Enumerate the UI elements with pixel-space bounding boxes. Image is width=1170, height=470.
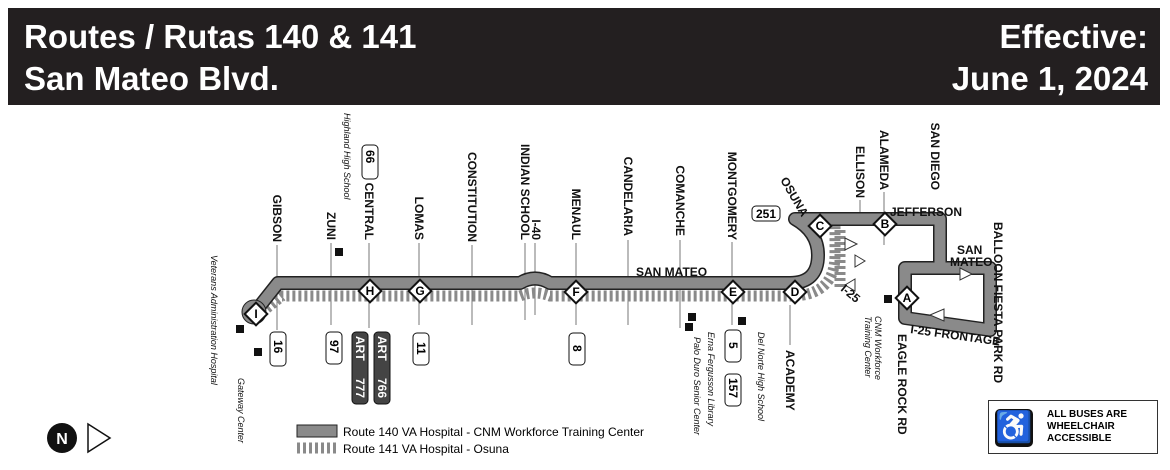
vertical-street-labels: GIBSON ZUNI CENTRAL LOMAS CONSTITUTION I… <box>270 123 1005 435</box>
route-badge-5: 5 <box>724 329 742 363</box>
svg-text:ART: ART <box>353 336 367 361</box>
route-141-line <box>258 225 846 317</box>
street-label-zuni: ZUNI <box>324 212 338 240</box>
timepoint-a: A <box>894 285 920 311</box>
legend-swatch-140 <box>296 424 338 438</box>
legend: Route 140 VA Hospital - CNM Workforce Tr… <box>296 424 644 456</box>
svg-text:251: 251 <box>756 207 776 221</box>
street-label-san-mateo: SAN MATEO <box>636 265 707 279</box>
street-label-constitution: CONSTITUTION <box>465 152 479 242</box>
timepoint-c: C <box>807 213 833 239</box>
route-badge-8: 8 <box>568 332 586 366</box>
svg-text:H: H <box>366 284 375 298</box>
street-label-san-diego: SAN DIEGO <box>928 123 942 190</box>
timepoint-g: G <box>407 278 433 304</box>
street-label-montgomery: MONTGOMERY <box>725 152 739 240</box>
street-label-menaul: MENAUL <box>569 189 583 240</box>
svg-text:N: N <box>56 431 68 448</box>
svg-text:A: A <box>903 291 912 305</box>
route-badge-11: 11 <box>412 332 430 366</box>
route-badge-157: 157 <box>724 373 742 407</box>
svg-text:766: 766 <box>375 378 389 398</box>
street-label-central: CENTRAL <box>362 183 376 240</box>
svg-text:E: E <box>729 285 737 299</box>
svg-text:777: 777 <box>353 378 367 398</box>
street-label-gibson: GIBSON <box>270 195 284 242</box>
landmark-gateway-center: Gateway Center <box>236 378 246 444</box>
street-label-academy: ACADEMY <box>783 350 797 411</box>
accessibility-line-1: ALL BUSES ARE <box>1047 409 1128 420</box>
timepoint-f: F <box>563 279 589 305</box>
accessibility-line-3: ACCESSIBLE <box>1047 433 1112 444</box>
street-label-i40: I-40 <box>529 219 543 240</box>
landmark-palo-duro-senior-center: Palo Duro Senior Center <box>692 337 702 436</box>
street-label-alameda: ALAMEDA <box>877 130 891 190</box>
landmark-cnm-training-center: Training Center <box>863 316 873 378</box>
effective-label: Effective: <box>999 18 1148 55</box>
street-label-san-mateo-right-2: MATEO <box>950 255 992 269</box>
svg-text:66: 66 <box>363 150 377 164</box>
street-label-comanche: COMANCHE <box>673 165 687 236</box>
landmark-cnm-workforce: CNM Workforce <box>873 316 883 380</box>
timepoints: A B C D E F G H I <box>243 211 920 327</box>
timepoint-h: H <box>357 278 383 304</box>
street-label-balloon-fiesta: BALLOON FIESTA PARK RD <box>991 222 1005 383</box>
wheelchair-icon: ♿ <box>995 409 1033 447</box>
timepoint-i: I <box>243 301 269 327</box>
route-badge-97: 97 <box>325 331 343 365</box>
street-label-ellison: ELLISON <box>853 146 867 198</box>
svg-text:8: 8 <box>570 345 584 352</box>
route-badge-66: 66 <box>361 144 379 180</box>
route-badge-251: 251 <box>751 205 781 222</box>
legend-route-140: Route 140 VA Hospital - CNM Workforce Tr… <box>343 425 644 439</box>
street-label-indian-school: INDIAN SCHOOL <box>518 144 532 240</box>
route-subtitle: San Mateo Blvd. <box>24 60 279 97</box>
street-label-lomas: LOMAS <box>412 197 426 240</box>
landmark-va-hospital: Veterans Administration Hospital <box>209 255 219 386</box>
svg-text:G: G <box>415 284 424 298</box>
svg-text:C: C <box>816 219 825 233</box>
connection-badges: 66 251 16 97 ART 777 ART 766 11 8 5 157 <box>269 144 781 407</box>
effective-date: June 1, 2024 <box>951 60 1148 97</box>
svg-text:157: 157 <box>726 378 740 398</box>
accessibility-line-2: WHEELCHAIR <box>1047 421 1115 432</box>
street-label-candelaria: CANDELARIA <box>621 157 635 237</box>
street-label-san-mateo-right: SAN <box>957 243 982 257</box>
svg-text:D: D <box>791 285 800 299</box>
legend-route-141: Route 141 VA Hospital - Osuna <box>343 442 509 456</box>
landmark-erna-fergusson-library: Erna Fergusson Library <box>706 332 716 427</box>
street-label-eagle-rock: EAGLE ROCK RD <box>895 334 909 435</box>
route-badge-art-766: ART 766 <box>373 331 391 405</box>
svg-text:5: 5 <box>726 342 740 349</box>
landmarks: Highland High School Veterans Administra… <box>209 113 892 444</box>
timepoint-b: B <box>872 211 898 237</box>
svg-text:97: 97 <box>327 340 341 354</box>
svg-text:16: 16 <box>271 340 285 354</box>
svg-text:11: 11 <box>414 342 428 355</box>
landmark-del-norte-high-school: Del Norte High School <box>756 332 766 422</box>
route-badge-art-777: ART 777 <box>351 331 369 405</box>
timepoint-e: E <box>720 279 746 305</box>
direction-arrows <box>844 237 974 322</box>
route-title: Routes / Rutas 140 & 141 <box>24 18 417 55</box>
north-arrow: N <box>47 422 112 454</box>
route-badge-16: 16 <box>269 331 287 367</box>
svg-text:ART: ART <box>375 336 389 361</box>
timepoint-d: D <box>782 279 808 305</box>
svg-text:B: B <box>881 217 890 231</box>
svg-text:F: F <box>572 285 579 299</box>
street-label-jefferson: JEFFERSON <box>890 205 962 219</box>
svg-text:I: I <box>254 307 257 321</box>
landmark-highland-high-school: Highland High School <box>342 113 352 201</box>
route-140-line <box>250 213 996 336</box>
